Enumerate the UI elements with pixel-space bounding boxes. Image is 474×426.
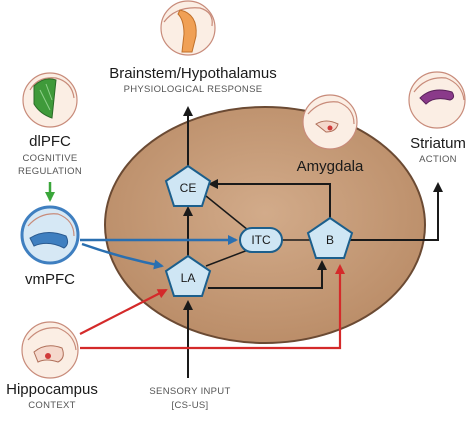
striatum-brain-icon <box>408 71 466 129</box>
sensory-input-line1: SENSORY INPUT <box>149 386 230 397</box>
arrow-hippocampus-to-b <box>80 264 345 350</box>
vmpfc-title: vmPFC <box>25 271 75 288</box>
arrow-vmpfc-to-la <box>81 242 164 270</box>
striatum-title: Striatum <box>410 135 466 152</box>
dlpfc-subtitle-line1: COGNITIVE <box>23 153 78 164</box>
arrow-la-to-b <box>208 260 327 289</box>
link-ce-itc <box>205 195 249 231</box>
node-ce-label: CE <box>180 181 197 195</box>
sensory-input-line2: [CS-US] <box>172 400 209 411</box>
dlpfc-subtitle-line2: REGULATION <box>18 166 82 177</box>
amygdala-body <box>104 106 426 344</box>
arrow-hippocampus-to-la <box>79 289 168 335</box>
node-itc-label: ITC <box>251 233 271 247</box>
brainstem-icon <box>160 0 216 56</box>
striatum-subtitle: ACTION <box>419 154 457 165</box>
amygdala-title: Amygdala <box>297 158 364 175</box>
brainstem-title: Brainstem/Hypothalamus <box>109 65 277 82</box>
node-la-label: LA <box>181 271 196 285</box>
vmpfc-brain-icon <box>20 205 80 265</box>
amygdala-brain-icon <box>302 94 358 150</box>
hippocampus-title: Hippocampus <box>6 381 98 398</box>
hippocampus-brain-icon <box>21 321 79 379</box>
node-itc: ITC <box>239 227 283 253</box>
node-b-label: B <box>326 233 334 247</box>
node-la: LA <box>164 254 212 297</box>
arrow-b-to-ce <box>208 179 331 222</box>
dlpfc-title: dlPFC <box>29 133 71 150</box>
node-ce: CE <box>164 164 212 207</box>
node-b: B <box>306 216 354 259</box>
hippocampus-subtitle: CONTEXT <box>28 400 76 411</box>
dlpfc-brain-icon <box>22 72 78 128</box>
brainstem-subtitle: PHYSIOLOGICAL RESPONSE <box>124 84 263 95</box>
link-la-itc <box>205 249 249 267</box>
arrow-b-to-striatum <box>350 182 443 241</box>
